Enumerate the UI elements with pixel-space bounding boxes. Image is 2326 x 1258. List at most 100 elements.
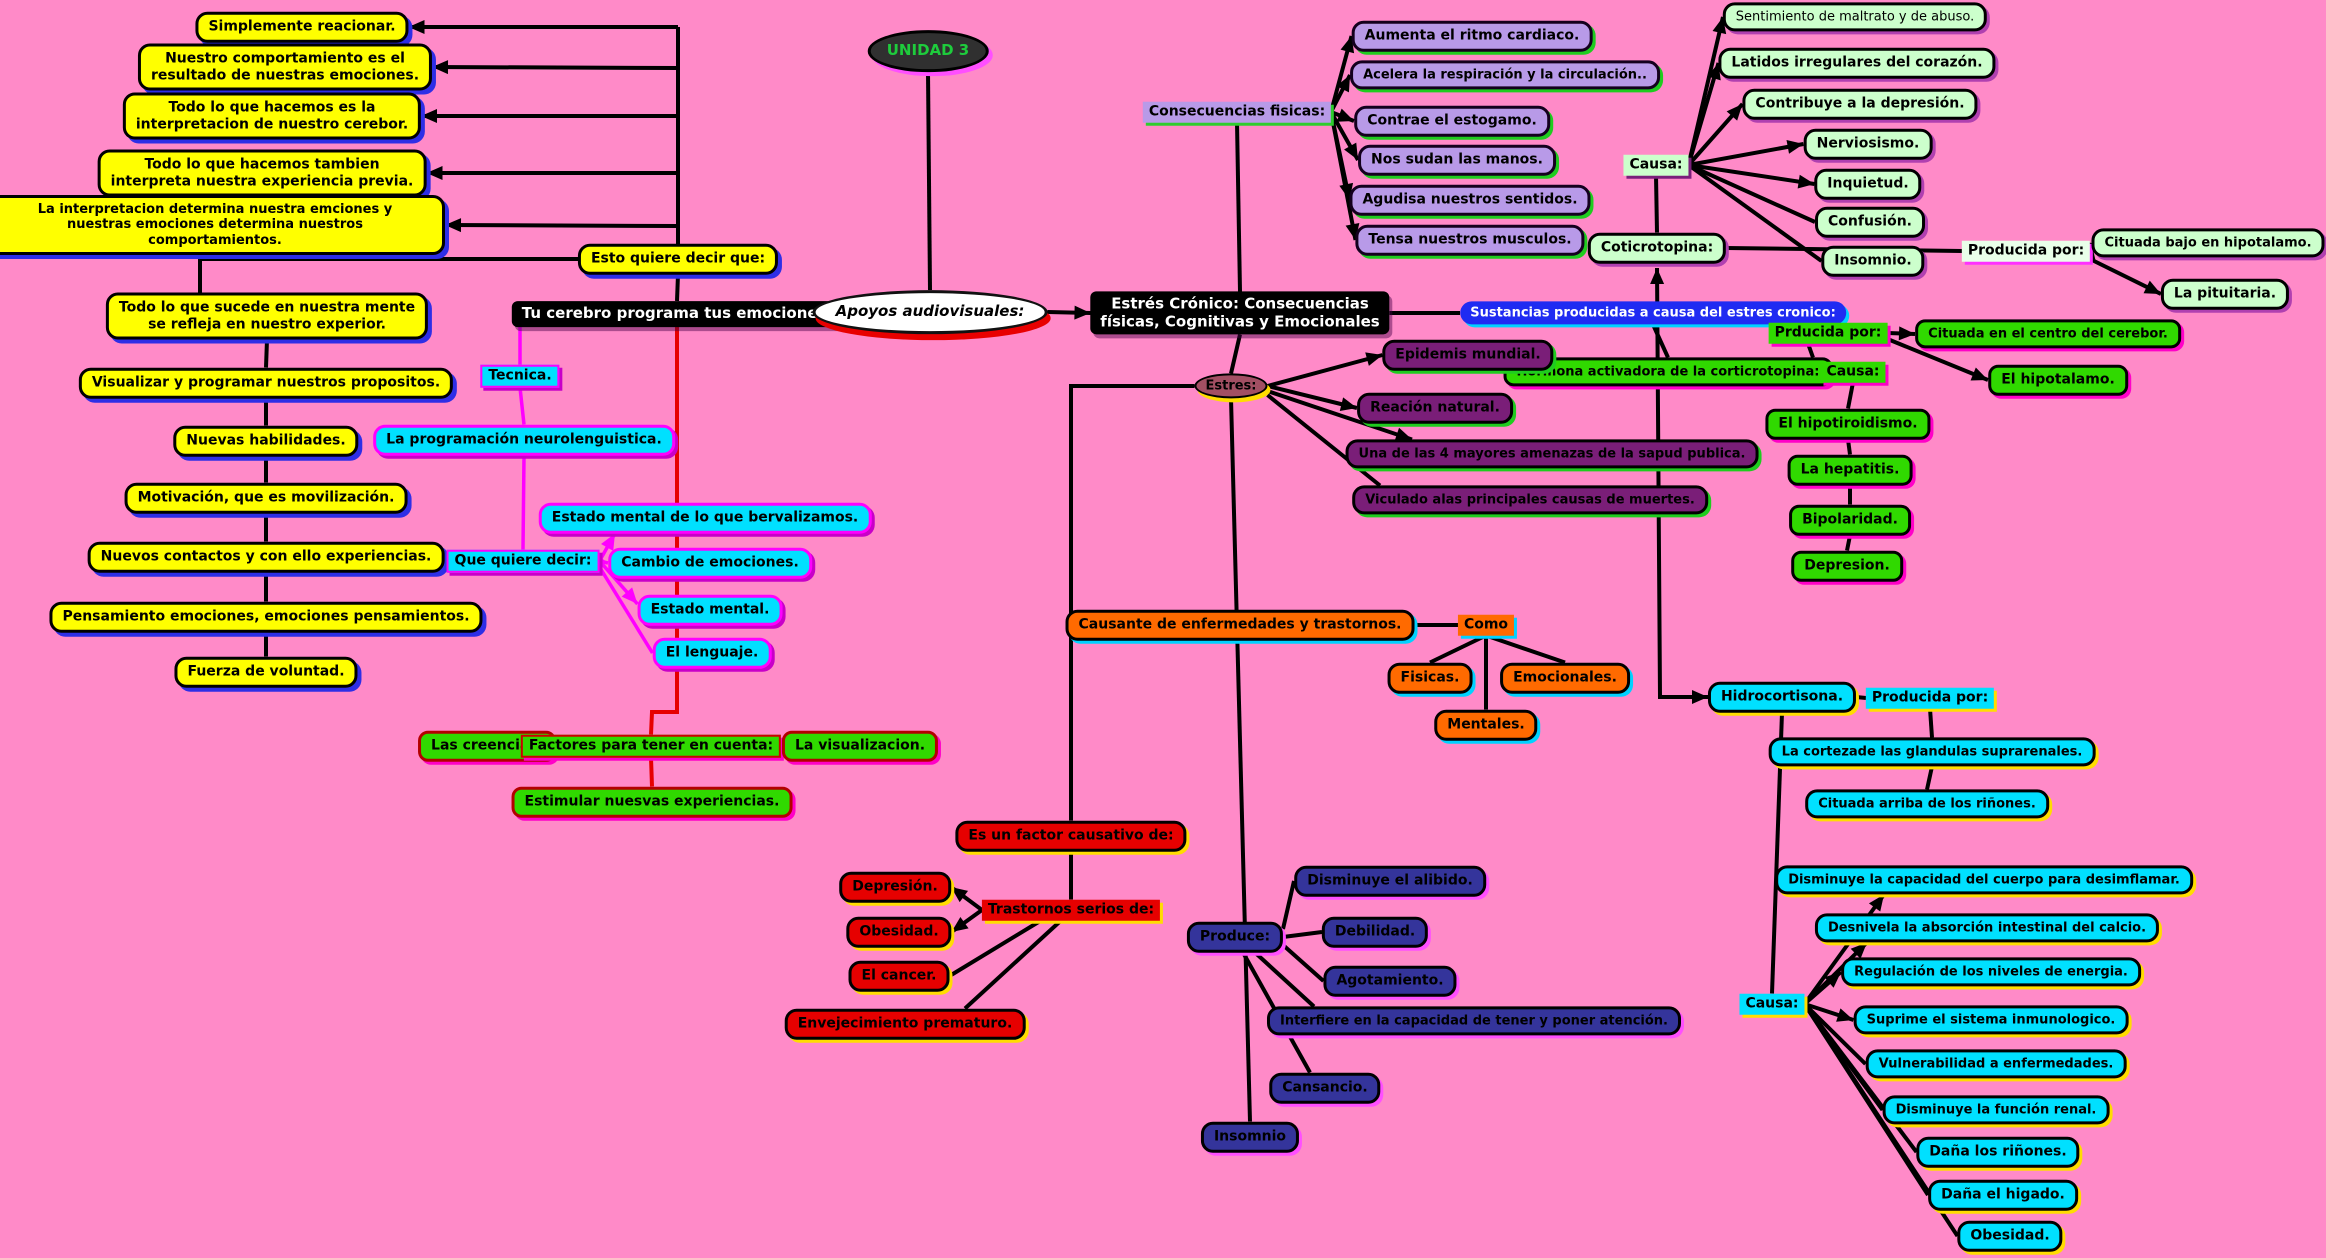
node-mentales[interactable]: Mentales.	[1434, 709, 1538, 741]
node-todo-lo-que-hacemos[interactable]: Todo lo que hacemos tambien interpreta n…	[97, 149, 427, 197]
node-consecuencias-fisicas[interactable]: Consecuencias fisicas:	[1142, 101, 1332, 123]
node-epidemis-mundial[interactable]: Epidemis mundial.	[1382, 339, 1554, 371]
node-sustancias-producidas-a-causa[interactable]: Sustancias producidas a causa del estres…	[1460, 301, 1846, 325]
node-insomnio[interactable]: Insomnio.	[1821, 245, 1925, 277]
node-causa[interactable]: Causa:	[1820, 361, 1886, 383]
node-bipolaridad[interactable]: Bipolaridad.	[1789, 504, 1911, 536]
node-nerviosismo[interactable]: Nerviosismo.	[1803, 128, 1933, 160]
node-esto-quiere-decir-que[interactable]: Esto quiere decir que:	[577, 243, 779, 275]
connector-line	[1802, 893, 1886, 1006]
node-nos-sudan-las-manos[interactable]: Nos sudan las manos.	[1358, 144, 1556, 176]
node-la-cortezade-las-glandulas[interactable]: La cortezade las glandulas suprarenales.	[1768, 737, 2096, 767]
node-agudisa-nuestros-sentidos[interactable]: Agudisa nuestros sentidos.	[1349, 184, 1591, 216]
node-disminuye-la-funci-n[interactable]: Disminuye la función renal.	[1882, 1095, 2110, 1125]
node-fuerza-de-voluntad[interactable]: Fuerza de voluntad.	[174, 656, 358, 688]
node-tecnica[interactable]: Tecnica.	[480, 364, 560, 388]
node-la-pituitaria[interactable]: La pituitaria.	[2160, 278, 2290, 310]
node-que-quiere-decir[interactable]: Que quiere decir:	[446, 549, 600, 573]
node-viculado-alas-principales-causas[interactable]: Viculado alas principales causas de muer…	[1352, 485, 1708, 515]
node-la-programaci-n-neurolenguistica[interactable]: La programación neurolenguistica.	[373, 424, 675, 456]
node-simplemente-reacionar[interactable]: Simplemente reacionar.	[195, 11, 409, 43]
node-cituada-arriba-de-los[interactable]: Cituada arriba de los riñones.	[1805, 789, 2049, 819]
node-es-un-factor-causativo[interactable]: Es un factor causativo de:	[955, 820, 1187, 852]
node-fisicas[interactable]: Fisicas.	[1387, 662, 1473, 694]
node-el-hipotiroidismo[interactable]: El hipotiroidismo.	[1765, 408, 1931, 440]
node-el-lenguaje[interactable]: El lenguaje.	[652, 637, 772, 669]
node-envejecimiento-prematuro[interactable]: Envejecimiento prematuro.	[784, 1008, 1026, 1040]
connector-line	[1329, 35, 1354, 113]
node-todo-lo-que-sucede[interactable]: Todo lo que sucede en nuestra mente se r…	[105, 292, 429, 340]
node-tensa-nuestros-musculos[interactable]: Tensa nuestros musculos.	[1355, 224, 1585, 256]
node-cansancio[interactable]: Cansancio.	[1269, 1072, 1381, 1104]
node-da-a-los-ri[interactable]: Daña los riñones.	[1916, 1136, 2080, 1168]
node-una-de-las-4[interactable]: Una de las 4 mayores amenazas de la sapu…	[1345, 439, 1759, 469]
node-estado-mental-de-lo[interactable]: Estado mental de lo que bervalizamos.	[538, 502, 872, 534]
node-coticrotopina[interactable]: Coticrotopina:	[1587, 232, 1727, 264]
node-pensamiento-emociones-emociones-pensamientos[interactable]: Pensamiento emociones, emociones pensami…	[49, 601, 483, 633]
node-la-interpretacion-determina-nuestra[interactable]: La interpretacion determina nuestra emci…	[0, 195, 445, 255]
node-cituada-en-el-centro[interactable]: Cituada en el centro del cerebor.	[1915, 319, 2181, 349]
node-factores-para-tener-en[interactable]: Factores para tener en cuenta:	[520, 734, 782, 758]
node-nuevas-habilidades[interactable]: Nuevas habilidades.	[173, 425, 359, 457]
node-interfiere-en-la-capacidad[interactable]: Interfiere en la capacidad de tener y po…	[1266, 1006, 1682, 1036]
node-estres[interactable]: Estres:	[1194, 373, 1268, 399]
node-nuevos-contactos-y-con[interactable]: Nuevos contactos y con ello experiencias…	[87, 541, 445, 573]
node-el-cancer[interactable]: El cancer.	[848, 960, 950, 992]
node-confusi-n[interactable]: Confusión.	[1815, 206, 1925, 238]
node-suprime-el-sistema-inmunologico[interactable]: Suprime el sistema inmunologico.	[1853, 1005, 2129, 1035]
node-hidrocortisona[interactable]: Hidrocortisona.	[1707, 681, 1857, 713]
node-tu-cerebro-programa-tus[interactable]: Tu cerebro programa tus emociones.	[511, 301, 843, 327]
node-obesidad[interactable]: Obesidad.	[846, 916, 952, 948]
node-motivaci-n-que-es[interactable]: Motivación, que es movilización.	[124, 482, 408, 514]
node-vulnerabilidad-a-enfermedades[interactable]: Vulnerabilidad a enfermedades.	[1865, 1049, 2127, 1079]
node-causa[interactable]: Causa:	[1739, 993, 1805, 1015]
node-prducida-por[interactable]: Prducida por:	[1768, 322, 1888, 344]
node-aumenta-el-ritmo-cardiaco[interactable]: Aumenta el ritmo cardiaco.	[1351, 20, 1593, 52]
node-estimular-nuesvas-experiencias[interactable]: Estimular nuesvas experiencias.	[511, 786, 793, 818]
node-cambio-de-emociones[interactable]: Cambio de emociones.	[608, 547, 812, 579]
node-causante-de-enfermedades-y[interactable]: Causante de enfermedades y trastornos.	[1065, 609, 1415, 641]
node-nuestro-comportamiento-es-el[interactable]: Nuestro comportamiento es el resultado d…	[137, 43, 433, 91]
node-sentimiento-de-maltrato-y[interactable]: Sentimiento de maltrato y de abuso.	[1722, 2, 1988, 32]
connector-line	[1686, 62, 1721, 166]
node-contrae-el-estogamo[interactable]: Contrae el estogamo.	[1354, 105, 1550, 137]
arrowhead	[1898, 326, 1915, 341]
node-visualizar-y-programar-nuestros[interactable]: Visualizar y programar nuestros proposit…	[78, 367, 454, 399]
node-la-visualizacion[interactable]: La visualizacion.	[781, 730, 939, 762]
node-acelera-la-respiraci-n[interactable]: Acelera la respiración y la circulación.…	[1350, 60, 1660, 90]
node-emocionales[interactable]: Emocionales.	[1500, 662, 1630, 694]
node-obesidad[interactable]: Obesidad.	[1957, 1220, 2063, 1252]
node-apoyos-audiovisuales[interactable]: Apoyos audiovisuales:	[812, 290, 1048, 334]
node-desnivela-la-absorci-n[interactable]: Desnivela la absorción intestinal del ca…	[1814, 913, 2160, 943]
node-unidad-3[interactable]: UNIDAD 3	[867, 30, 989, 72]
node-todo-lo-que-hacemos[interactable]: Todo lo que hacemos es la interpretacion…	[122, 92, 422, 140]
node-estr-s-cr-nico[interactable]: Estrés Crónico: Consecuencias físicas, C…	[1090, 291, 1390, 335]
node-el-hipotalamo[interactable]: El hipotalamo.	[1988, 364, 2128, 396]
node-insomnio[interactable]: Insomnio	[1200, 1121, 1300, 1153]
node-trastornos-serios-de[interactable]: Trastornos serios de:	[981, 899, 1161, 921]
node-producida-por[interactable]: Producida por:	[1865, 687, 1995, 709]
node-disminuye-el-alibido[interactable]: Disminuye el alibido.	[1294, 865, 1486, 897]
connector-line	[599, 559, 609, 565]
node-produce[interactable]: Produce:	[1186, 921, 1284, 953]
node-depresi-n[interactable]: Depresión.	[839, 871, 951, 903]
node-agotamiento[interactable]: Agotamiento.	[1323, 965, 1457, 997]
node-la-hepatitis[interactable]: La hepatitis.	[1787, 454, 1913, 486]
node-debilidad[interactable]: Debilidad.	[1321, 916, 1429, 948]
node-causa[interactable]: Causa:	[1623, 154, 1689, 176]
node-da-a-el-higado[interactable]: Daña el higado.	[1928, 1179, 2078, 1211]
node-como[interactable]: Como	[1457, 614, 1515, 636]
node-latidos-irregulares-del-coraz[interactable]: Latidos irregulares del corazón.	[1718, 47, 1996, 79]
node-disminuye-la-capacidad-del[interactable]: Disminuye la capacidad del cuerpo para d…	[1775, 865, 2193, 895]
node-producida-por[interactable]: Producida por:	[1961, 240, 2091, 262]
node-cituada-bajo-en-hipotalamo[interactable]: Cituada bajo en hipotalamo.	[2091, 228, 2325, 258]
connector-line	[1846, 382, 1855, 409]
connector-line	[949, 885, 984, 912]
node-depresion[interactable]: Depresion.	[1791, 550, 1903, 582]
node-regulaci-n-de-los[interactable]: Regulación de los niveles de energia.	[1841, 957, 2141, 987]
node-contribuye-a-la-depresi[interactable]: Contribuye a la depresión.	[1742, 88, 1978, 120]
node-estado-mental[interactable]: Estado mental.	[637, 594, 783, 626]
node-inquietud[interactable]: Inquietud.	[1814, 168, 1922, 200]
node-reaci-n-natural[interactable]: Reación natural.	[1357, 392, 1513, 424]
